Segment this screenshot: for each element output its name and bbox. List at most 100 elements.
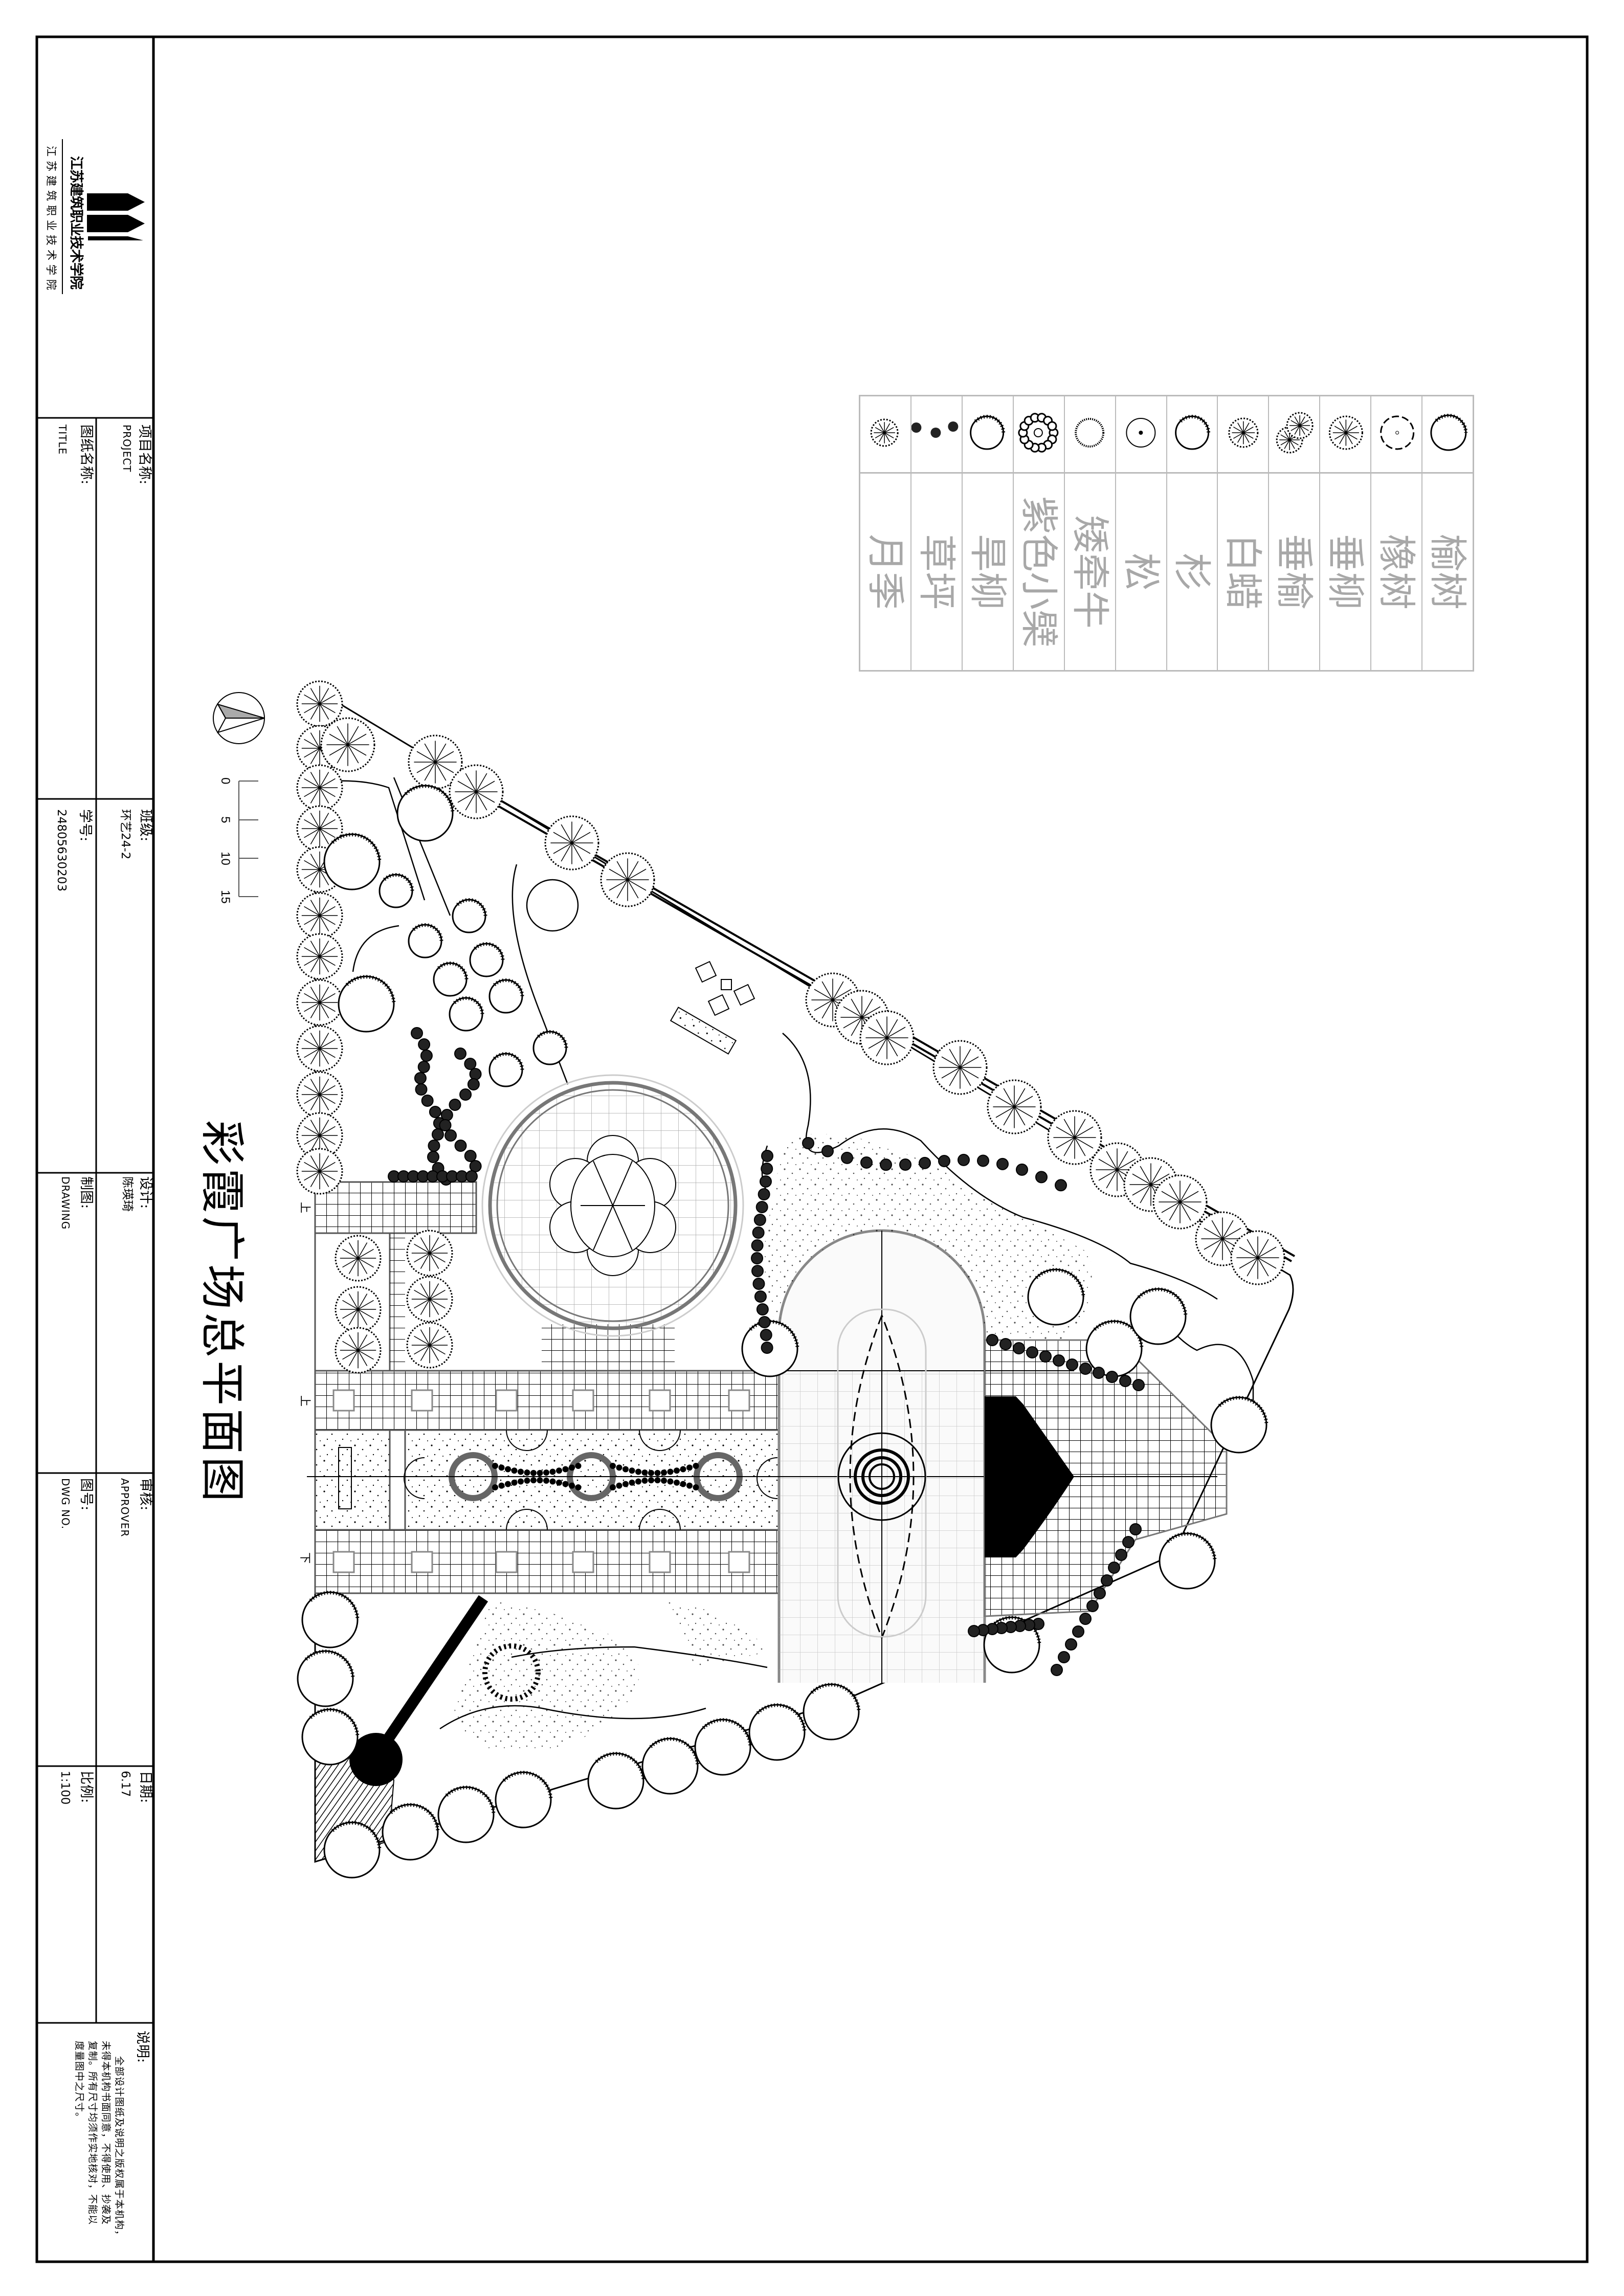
class-label: 班级: <box>138 809 153 842</box>
shrub-icon <box>753 1214 766 1226</box>
shrub-icon <box>1119 1375 1131 1387</box>
shrub-icon <box>761 1342 773 1354</box>
hedge-bead <box>622 1481 629 1487</box>
hedge-bead <box>537 1469 543 1476</box>
hedge-bead <box>524 1477 530 1484</box>
shrub-icon <box>802 1137 814 1149</box>
weeping-elm-tree-icon <box>544 815 599 871</box>
oak-icon <box>1380 415 1415 450</box>
hedge-bead <box>569 1482 575 1489</box>
rose-shrub-icon <box>870 418 899 447</box>
shrub-icon <box>760 1329 772 1341</box>
legend-item: 松 <box>1115 396 1166 670</box>
weeping-willow-tree-icon <box>296 933 343 980</box>
scale-tick-label: 15 <box>218 890 232 904</box>
drawing-by-label: 制图: <box>78 1176 94 1209</box>
shrub-icon <box>977 1154 989 1167</box>
hedge-bead <box>549 1478 556 1485</box>
shrub-icon <box>469 1160 482 1172</box>
hedge-bead <box>569 1464 575 1471</box>
hedge-bead <box>648 1469 654 1476</box>
weeping-elm-icon <box>1286 412 1314 439</box>
shrub-icon <box>1055 1179 1067 1192</box>
hedge-bead <box>492 1484 498 1490</box>
weeping-willow-tree-icon <box>296 979 343 1026</box>
fir-tree-icon <box>433 961 469 997</box>
weeping-elm-tree-icon <box>932 1040 988 1095</box>
elm-tree-icon <box>495 1771 553 1829</box>
hedge-bead <box>616 1464 622 1471</box>
purple-barberry-hedge-icon <box>1013 396 1064 474</box>
fountain-icon <box>837 1432 926 1521</box>
hedge-bead <box>524 1469 530 1476</box>
shrub-icon <box>440 1109 453 1121</box>
fir-tree-icon <box>379 873 414 908</box>
weeping-elm-icon <box>1276 412 1314 454</box>
shrub-icon <box>1053 1354 1065 1367</box>
weeping-elm-tree-icon <box>1047 1110 1102 1165</box>
legend-name-cell: 垂榆 <box>1269 474 1319 670</box>
school-logo-lettering: 江苏建筑职业技术学院 <box>68 156 84 289</box>
rose-shrub-icon <box>870 418 899 447</box>
ash-tree-icon <box>406 1322 453 1369</box>
shrub-icon <box>1026 1346 1038 1358</box>
paving-tile <box>649 1389 671 1412</box>
hedge-bead <box>661 1469 667 1476</box>
lawn-grass-icon <box>911 396 962 474</box>
shrub-icon <box>1066 1358 1078 1371</box>
shrub-icon <box>1072 1625 1084 1638</box>
legend-name-cell: 草坪 <box>911 474 962 670</box>
pine-icon <box>1116 396 1166 474</box>
designer-value: 陈瑛琦 <box>121 1176 134 1212</box>
shrub-icon <box>464 1058 477 1070</box>
shrub-icon <box>821 1145 834 1157</box>
shrub-icon <box>1122 1536 1134 1548</box>
legend-plant-name: 垂柳 <box>1323 534 1368 610</box>
shrub-icon <box>754 1290 767 1303</box>
weeping-willow-tree-icon <box>296 1025 343 1072</box>
shrub-icon <box>899 1158 911 1171</box>
weeping-elm-icon <box>1269 396 1320 474</box>
hedge-bead <box>511 1479 518 1486</box>
school-name: 江苏建筑职业技术学院 <box>45 146 57 294</box>
weeping-elm-tree-icon <box>408 734 463 790</box>
legend-item: 榆树 <box>1421 396 1473 670</box>
legend-item: 垂柳 <box>1319 396 1371 670</box>
shrub-icon <box>415 1083 428 1096</box>
ash-tree-icon <box>406 1276 453 1323</box>
student-id-value: 24805630203 <box>55 809 68 891</box>
legend-item: 草坪 <box>910 396 962 670</box>
designer-label: 设计: <box>138 1176 153 1209</box>
shrub-icon <box>1129 1523 1142 1535</box>
legend-name-cell: 月季 <box>860 474 910 670</box>
elm-tree-icon <box>301 1591 360 1648</box>
shrub-icon <box>439 1119 452 1131</box>
dwg-no-label-en: DWG NO. <box>59 1478 72 1530</box>
petunia-icon <box>1064 396 1115 474</box>
hedge-bead <box>511 1467 518 1474</box>
dry-willow-icon <box>970 414 1006 450</box>
hedge-bead <box>674 1479 680 1486</box>
legend-plant-name: 松 <box>1119 553 1163 591</box>
legend-plant-name: 垂榆 <box>1272 534 1317 610</box>
shrub-icon <box>1079 1613 1092 1625</box>
section-marker: 上 <box>298 1202 311 1214</box>
shrub-icon <box>1051 1664 1063 1676</box>
shrub-icon <box>1108 1562 1120 1574</box>
rose-shrub-icon <box>860 396 910 474</box>
hedge-bead <box>575 1484 582 1490</box>
elm-icon <box>1430 414 1468 451</box>
elm-icon <box>1430 414 1468 451</box>
legend-item: 月季 <box>860 396 910 670</box>
legend-plant-name: 紫色小檗 <box>1016 496 1061 648</box>
weeping-elm-tree-icon <box>1230 1230 1285 1285</box>
legend-name-cell: 榆树 <box>1422 474 1473 670</box>
shrub-icon <box>751 1252 764 1264</box>
elm-tree-icon <box>396 784 455 842</box>
notes-label: 说明: <box>135 2031 150 2063</box>
sheet-frame <box>35 35 1589 2263</box>
dry-willow-icon <box>970 414 1006 450</box>
shrub-icon <box>1039 1350 1052 1363</box>
notes-line: 复制。所有尺寸均须作实地核对，不能以 <box>87 2041 98 2225</box>
legend-name-cell: 垂柳 <box>1320 474 1370 670</box>
